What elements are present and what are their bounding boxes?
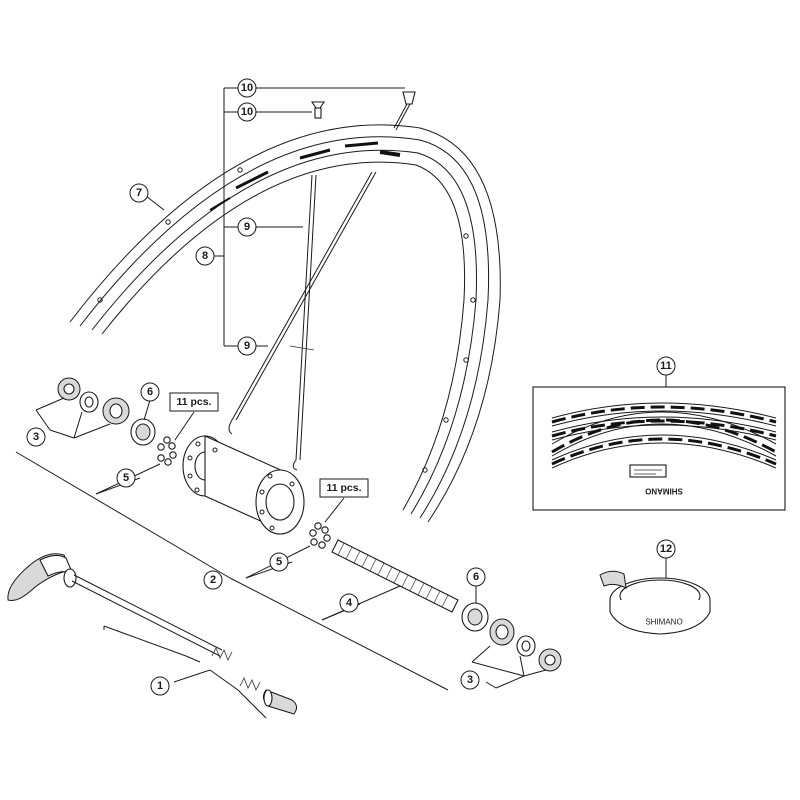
callout-11-decal: 11 xyxy=(656,356,676,376)
hub-flange-holes xyxy=(187,441,295,531)
rim-tape-brand-text: SHIMANO xyxy=(645,618,682,627)
bracket-spoke-set xyxy=(213,87,405,347)
svg-text:6: 6 xyxy=(147,386,153,398)
bracket-quick-release xyxy=(103,625,267,719)
axle xyxy=(331,539,459,613)
callout-2: 2 xyxy=(203,570,223,590)
svg-text:7: 7 xyxy=(136,187,142,199)
svg-text:8: 8 xyxy=(202,250,208,262)
decal-brand-text: SHIMANO xyxy=(645,487,683,496)
quick-release-nut xyxy=(262,689,298,715)
callout-6-left: 6 xyxy=(140,382,160,402)
qty-label-left: 11 pcs. xyxy=(169,392,219,412)
svg-text:10: 10 xyxy=(241,106,253,118)
svg-text:5: 5 xyxy=(276,556,282,568)
rim xyxy=(69,124,501,523)
left-dust-seal xyxy=(130,418,156,446)
right-cone xyxy=(489,618,515,646)
svg-text:2: 2 xyxy=(210,574,216,586)
right-bearing-balls xyxy=(309,522,331,549)
decal-warning-label xyxy=(629,464,667,478)
callout-3-right: 3 xyxy=(460,670,480,690)
bracket-right-cone-set xyxy=(471,645,547,689)
callout-5-left: 5 xyxy=(116,468,136,488)
left-bearing-balls xyxy=(157,436,177,466)
svg-text:6: 6 xyxy=(473,571,479,583)
callout-7: 7 xyxy=(129,183,149,203)
right-locknut xyxy=(538,648,562,672)
bracket-left-cone-set xyxy=(35,397,111,439)
svg-text:9: 9 xyxy=(244,340,250,352)
qty-label-right: 11 pcs. xyxy=(319,478,369,498)
right-dust-seal xyxy=(461,602,489,632)
quick-release-lever xyxy=(7,553,73,601)
callout-9-bottom: 9 xyxy=(237,336,257,356)
svg-text:11 pcs.: 11 pcs. xyxy=(326,482,361,494)
svg-text:11 pcs.: 11 pcs. xyxy=(176,396,211,408)
rim-graphic-stripes xyxy=(209,141,401,211)
callout-9-top: 9 xyxy=(237,217,257,237)
svg-text:3: 3 xyxy=(467,674,473,686)
svg-text:5: 5 xyxy=(123,472,129,484)
callout-1: 1 xyxy=(150,676,170,696)
leader-lines-hub xyxy=(15,399,477,691)
callout-3-left: 3 xyxy=(26,427,46,447)
callout-5-right: 5 xyxy=(269,552,289,572)
spoke-nipple-top xyxy=(393,91,416,131)
svg-text:9: 9 xyxy=(244,221,250,233)
quick-release-spring-1 xyxy=(211,647,233,661)
rim-spoke-holes xyxy=(97,167,476,473)
quick-release-skewer xyxy=(63,568,223,657)
svg-text:1: 1 xyxy=(157,680,163,692)
callout-4: 4 xyxy=(339,593,359,613)
hub-body xyxy=(182,435,305,535)
svg-text:4: 4 xyxy=(346,597,353,609)
spoke-nipple-lower xyxy=(310,101,326,119)
leader-rim xyxy=(145,195,165,211)
left-locknut xyxy=(57,377,81,401)
right-spacer xyxy=(516,635,536,657)
decal-set: SHIMANO xyxy=(532,372,786,511)
callout-10-lower: 10 xyxy=(237,102,257,122)
spokes xyxy=(228,171,377,471)
callout-8: 8 xyxy=(195,246,215,266)
rim-tape: SHIMANO xyxy=(599,557,711,635)
decal-stripes xyxy=(551,402,777,469)
quick-release-spring-2 xyxy=(239,677,261,691)
svg-text:11: 11 xyxy=(660,360,672,372)
callout-12: 12 xyxy=(656,539,676,559)
left-cone xyxy=(102,397,130,425)
callout-10-top: 10 xyxy=(237,78,257,98)
svg-text:10: 10 xyxy=(241,82,253,94)
left-spacer xyxy=(79,391,99,413)
svg-text:3: 3 xyxy=(33,431,39,443)
svg-text:12: 12 xyxy=(660,543,672,555)
callout-6-right: 6 xyxy=(466,567,486,587)
